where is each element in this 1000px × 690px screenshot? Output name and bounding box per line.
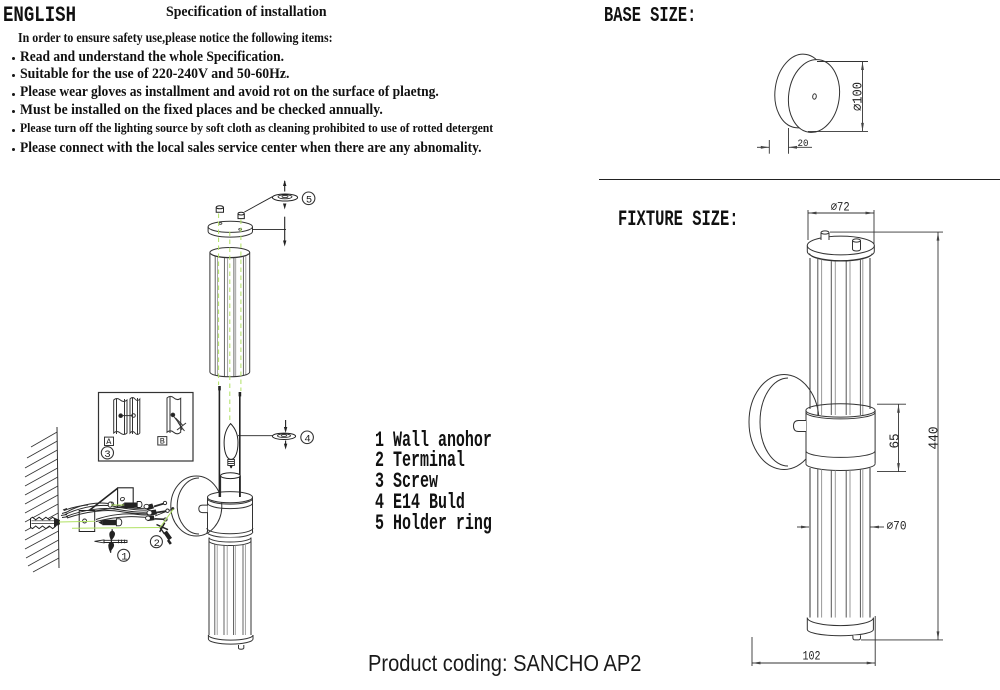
svg-text:1: 1 xyxy=(121,552,127,564)
svg-text:∅70: ∅70 xyxy=(887,520,907,534)
svg-text:20: 20 xyxy=(798,138,809,150)
svg-text:5: 5 xyxy=(306,194,312,206)
svg-text:∅100: ∅100 xyxy=(852,82,867,111)
svg-text:B: B xyxy=(160,437,165,447)
svg-text:65: 65 xyxy=(888,434,903,449)
svg-text:∅72: ∅72 xyxy=(831,201,850,215)
svg-text:2: 2 xyxy=(154,538,160,550)
svg-text:4: 4 xyxy=(304,433,310,445)
svg-text:A: A xyxy=(106,437,112,447)
svg-text:3: 3 xyxy=(104,449,110,461)
svg-text:102: 102 xyxy=(803,650,821,664)
svg-text:440: 440 xyxy=(928,427,943,450)
